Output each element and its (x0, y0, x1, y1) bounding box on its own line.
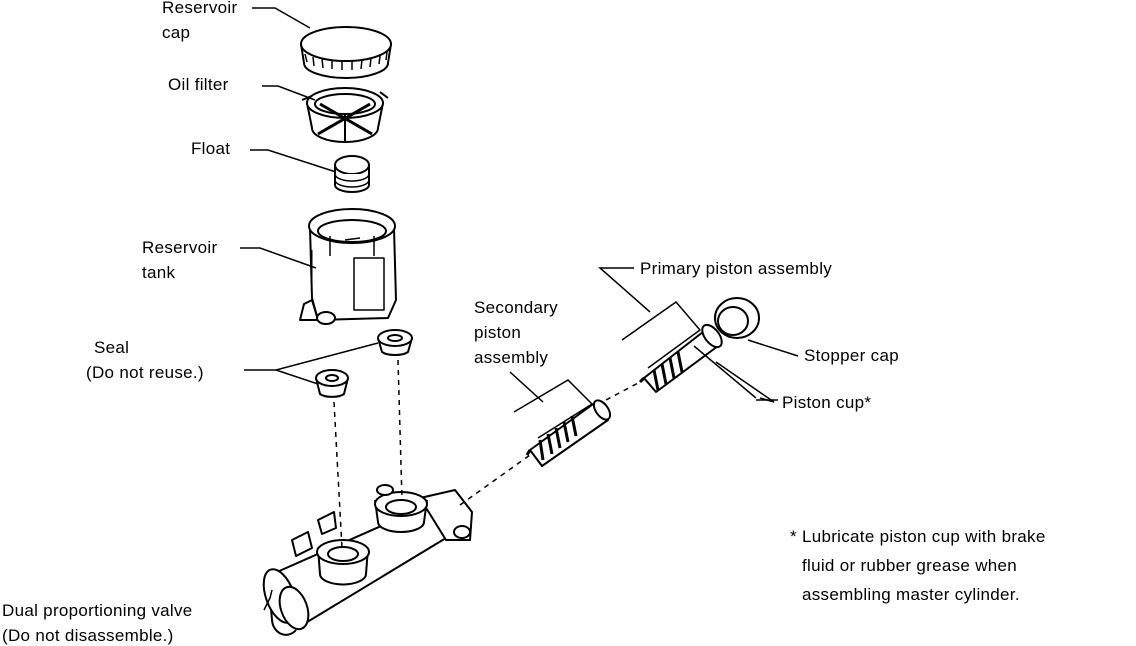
note-line2: fluid or rubber grease when (802, 556, 1018, 575)
float-part (334, 155, 370, 193)
oil-filter-part (301, 87, 389, 143)
label-piston-cup: Piston cup* (782, 393, 872, 412)
stopper-cap-part (714, 297, 760, 339)
label-reservoir-cap: Reservoir cap (162, 0, 237, 45)
label-stopper-cap: Stopper cap (804, 346, 899, 365)
label-secondary-line3: assembly (474, 348, 549, 367)
primary-piston-part (638, 323, 723, 393)
label-float: Float (191, 139, 231, 158)
reservoir-cap-part (300, 26, 392, 79)
label-seal-line2: (Do not reuse.) (86, 363, 204, 382)
assembly-dashed-lines (333, 359, 641, 549)
label-oil-filter: Oil filter (168, 75, 229, 94)
label-reservoir-cap-line2: cap (162, 23, 191, 42)
note-line1: * Lubricate piston cup with brake (790, 527, 1046, 546)
label-reservoir-tank-line2: tank (142, 263, 176, 282)
secondary-piston-part (525, 399, 612, 467)
label-secondary-piston: Secondary piston assembly (474, 295, 558, 370)
note-line3: assembling master cylinder. (802, 585, 1020, 604)
lubrication-note: * Lubricate piston cup with brake fluid … (790, 522, 1046, 609)
master-cylinder-body (262, 484, 473, 636)
label-secondary-line2: piston (474, 323, 522, 342)
label-reservoir-tank-line1: Reservoir (142, 238, 218, 257)
label-reservoir-tank: Reservoir tank (142, 235, 217, 285)
label-secondary-line1: Secondary (474, 298, 558, 317)
label-seal: Seal (Do not reuse.) (86, 335, 204, 385)
label-dual-valve-line1: Dual proportioning valve (2, 601, 193, 620)
reservoir-tank-part (299, 208, 397, 325)
leader-lines (240, 7, 799, 611)
label-dual-valve-line2: (Do not disassemble.) (2, 626, 174, 645)
label-seal-line1: Seal (94, 338, 130, 357)
label-primary-piston: Primary piston assembly (640, 259, 833, 278)
label-dual-proportioning-valve: Dual proportioning valve (Do not disasse… (2, 598, 193, 646)
seal-parts (315, 329, 413, 398)
label-reservoir-cap-line1: Reservoir (162, 0, 238, 17)
